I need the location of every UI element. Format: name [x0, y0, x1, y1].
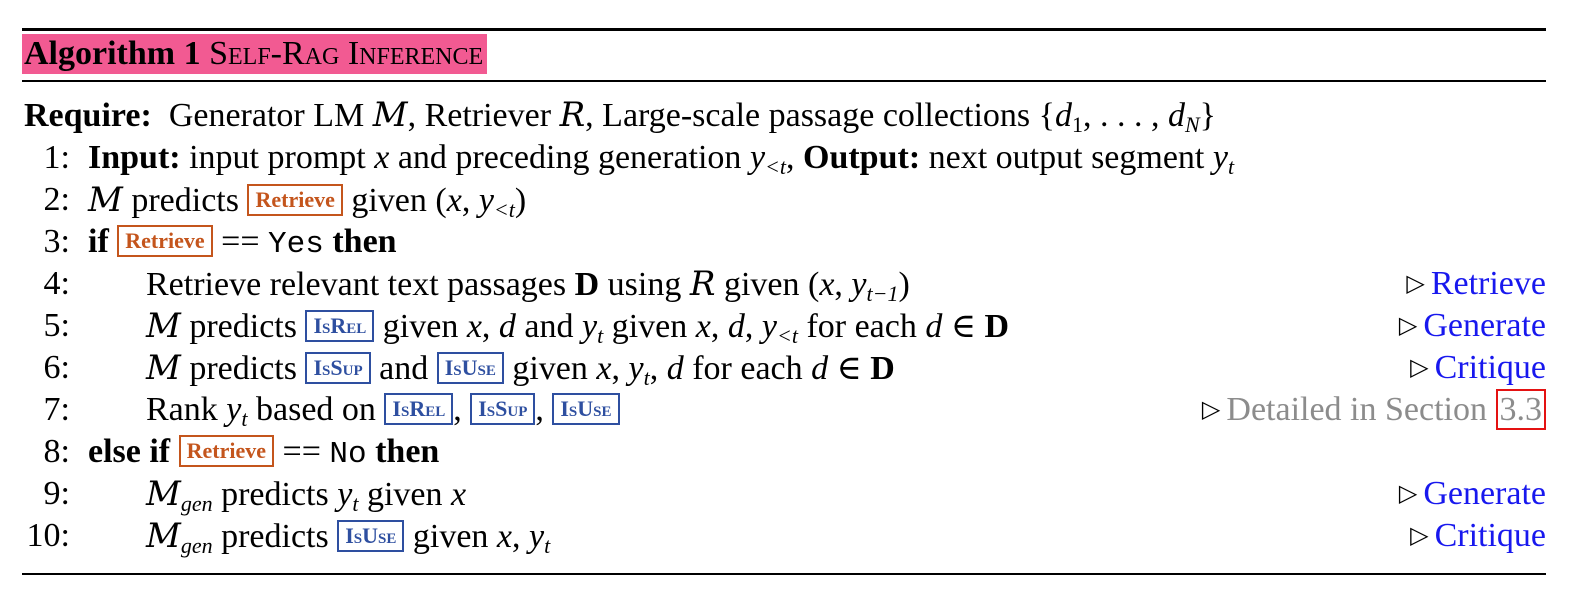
algorithm-line-2: 2: M predicts Retrieve given (x, y<t)	[22, 179, 1546, 222]
line-text: Mgen predicts IsUse given x, yt	[146, 516, 551, 558]
triangle-right-icon: ▷	[1406, 271, 1425, 297]
retrieve-token: Retrieve	[247, 184, 343, 216]
triangle-right-icon: ▷	[1410, 523, 1429, 549]
triangle-right-icon: ▷	[1398, 481, 1418, 507]
isrel-token: IsRel	[305, 310, 375, 342]
then-keyword: then	[332, 223, 397, 260]
output-keyword: Output:	[803, 139, 921, 176]
algorithm-line-8: 8: else if Retrieve == No then	[22, 431, 1546, 473]
line-number: 5:	[43, 307, 70, 344]
line-text: Retrieve relevant text passages D using …	[146, 264, 910, 306]
no-value: No	[329, 437, 367, 472]
algorithm-line-5: 5: M predicts IsRel given x, d and yt gi…	[22, 305, 1546, 348]
line-comment: ▷Critique	[1410, 349, 1546, 386]
line-text: if Retrieve == Yes then	[88, 223, 397, 262]
isuse-token: IsUse	[436, 352, 504, 384]
line-number: 3:	[43, 223, 70, 260]
require-line: Require: Generator LM M, Retriever R, La…	[22, 94, 1546, 137]
isrel-token: IsRel	[384, 393, 454, 425]
algorithm-title: Algorithm 1 Self-Rag Inference	[22, 34, 488, 74]
header-rule	[22, 80, 1546, 82]
retrieve-token: Retrieve	[178, 435, 275, 467]
line-comment: ▷Generate	[1398, 475, 1546, 512]
if-keyword: if	[88, 223, 109, 260]
line-number: 1:	[43, 139, 70, 176]
isuse-token: IsUse	[337, 520, 405, 552]
line-number: 9:	[43, 475, 70, 512]
line-number: 6:	[43, 349, 70, 386]
else-if-keyword: else if	[88, 433, 171, 470]
top-rule	[22, 28, 1546, 31]
triangle-right-icon: ▷	[1410, 355, 1429, 381]
line-text: Mgen predicts yt given x	[146, 474, 467, 516]
algorithm-line-6: 6: M predicts IsSup and IsUse given x, y…	[22, 347, 1546, 390]
line-text: Input: input prompt x and preceding gene…	[88, 139, 1235, 179]
algorithm-line-4: 4: Retrieve relevant text passages D usi…	[22, 263, 1546, 306]
algorithm-line-1: 1: Input: input prompt x and preceding g…	[22, 137, 1546, 179]
issup-token: IsSup	[305, 352, 371, 384]
line-comment: ▷Generate	[1398, 307, 1546, 344]
line-comment: ▷Critique	[1410, 517, 1546, 554]
require-text: Generator LM M, Retriever R, Large-scale…	[168, 95, 1216, 137]
input-keyword: Input:	[88, 139, 181, 176]
section-reference-link[interactable]: 3.3	[1495, 389, 1546, 430]
line-number: 2:	[43, 181, 70, 218]
algorithm-line-10: 10: Mgen predicts IsUse given x, yt ▷Cri…	[22, 515, 1546, 558]
then-keyword: then	[375, 433, 440, 470]
bottom-rule	[22, 573, 1546, 575]
algorithm-line-3: 3: if Retrieve == Yes then	[22, 221, 1546, 263]
triangle-right-icon: ▷	[1398, 313, 1418, 339]
line-text: M predicts Retrieve given (x, y<t)	[88, 180, 527, 222]
line-number: 4:	[43, 265, 70, 302]
require-label: Require:	[24, 97, 152, 134]
algorithm-label: Algorithm 1	[24, 35, 201, 72]
line-text: else if Retrieve == No then	[88, 433, 440, 472]
algorithm-line-9: 9: Mgen predicts yt given x ▷Generate	[22, 473, 1546, 516]
yes-value: Yes	[268, 227, 324, 262]
line-comment: ▷Detailed in Section 3.3	[1202, 389, 1546, 431]
line-comment: ▷Retrieve	[1406, 265, 1546, 302]
isuse-token: IsUse	[552, 393, 620, 425]
line-text: M predicts IsRel given x, d and yt given…	[146, 306, 1010, 348]
line-text: Rank yt based on IsRel, IsSup, IsUse	[146, 389, 620, 440]
line-number: 8:	[43, 433, 70, 470]
algorithm-name: Self-Rag Inference	[209, 35, 484, 72]
line-number: 10:	[26, 517, 70, 554]
line-text: M predicts IsSup and IsUse given x, yt, …	[146, 348, 895, 390]
issup-token: IsSup	[470, 393, 536, 425]
line-number: 7:	[43, 391, 70, 428]
retrieve-token: Retrieve	[117, 225, 213, 257]
triangle-right-icon: ▷	[1201, 397, 1221, 423]
algorithm-line-7: 7: Rank yt based on IsRel, IsSup, IsUse …	[22, 389, 1546, 431]
